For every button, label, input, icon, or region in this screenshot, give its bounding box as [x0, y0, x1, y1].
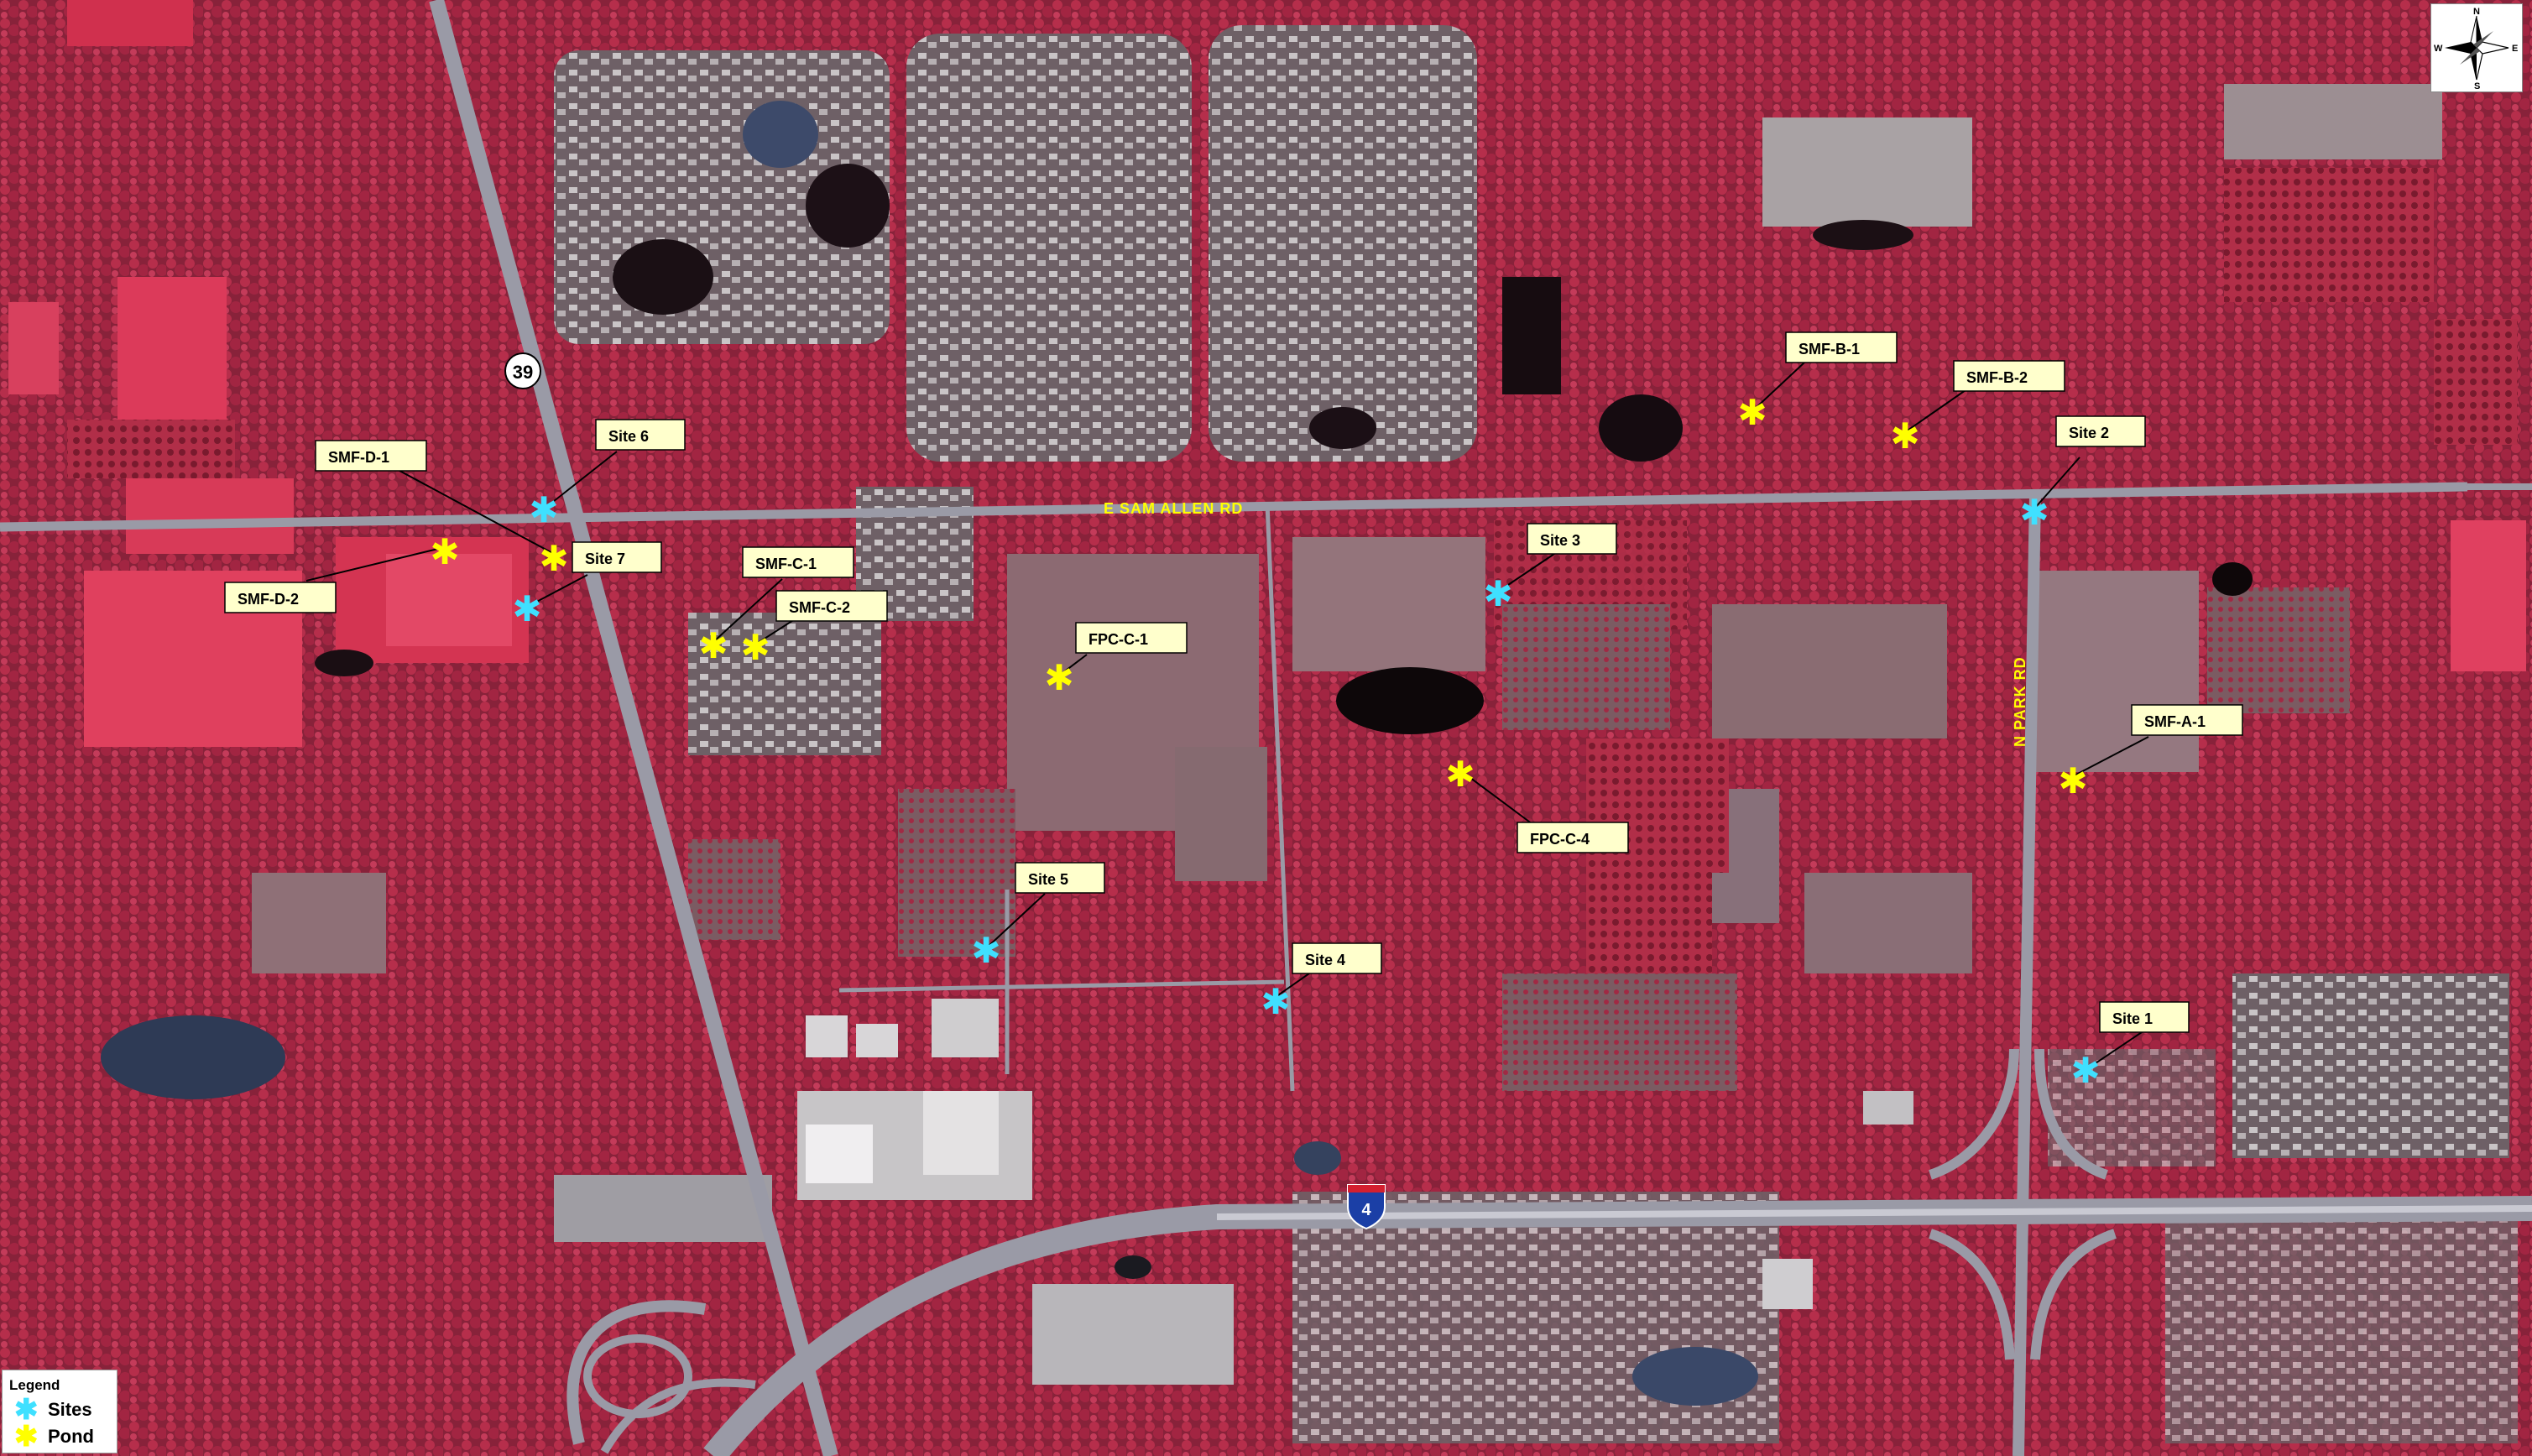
pond-marker-fpc-c-4[interactable]: ✱ FPC-C-4	[1445, 754, 1629, 853]
site-7-asterisk: ✱	[512, 588, 541, 629]
site-marker-7[interactable]: ✱ Site 7	[512, 541, 662, 629]
compass-s: S	[2474, 81, 2480, 91]
pond-marker-smf-b-2[interactable]: ✱ SMF-B-2	[1890, 360, 2065, 457]
smf-d-1-asterisk: ✱	[539, 538, 568, 579]
pond-marker-fpc-c-1[interactable]: ✱ FPC-C-1	[1044, 622, 1188, 698]
site-marker-3[interactable]: ✱ Site 3	[1483, 523, 1617, 614]
compass-w: W	[2434, 44, 2443, 54]
site-marker-1[interactable]: ✱ Site 1	[2070, 1001, 2190, 1091]
smf-b-2-asterisk: ✱	[1890, 415, 1919, 457]
site-2-label: Site 2	[2069, 425, 2109, 441]
route-39-shield: 39	[504, 352, 541, 389]
smf-b-1-label: SMF-B-1	[1799, 341, 1860, 357]
road-label-e-sam-allen: E SAM ALLEN RD	[1104, 500, 1243, 517]
site-5-label: Site 5	[1028, 871, 1068, 888]
site-3-label: Site 3	[1540, 532, 1580, 549]
legend-label-sites: Sites	[48, 1399, 92, 1420]
site-6-asterisk: ✱	[529, 489, 558, 530]
site-6-label: Site 6	[608, 428, 649, 445]
smf-a-1-asterisk: ✱	[2058, 760, 2087, 801]
pond-marker-smf-d-2[interactable]: ✱ SMF-D-2	[224, 531, 460, 613]
fpc-c-4-label: FPC-C-4	[1530, 831, 1590, 848]
pond-marker-smf-c-1[interactable]: ✱ SMF-C-1	[698, 546, 854, 666]
smf-a-1-label: SMF-A-1	[2144, 713, 2206, 730]
site-2-asterisk: ✱	[2019, 492, 2049, 533]
pond-asterisk-icon: ✱	[14, 1421, 39, 1453]
site-1-asterisk: ✱	[2070, 1050, 2100, 1091]
site-1-label: Site 1	[2112, 1010, 2153, 1027]
interstate-4-number: 4	[1361, 1201, 1371, 1219]
pond-marker-smf-b-1[interactable]: ✱ SMF-B-1	[1737, 331, 1898, 433]
smf-d-2-label: SMF-D-2	[238, 591, 299, 608]
smf-b-2-label: SMF-B-2	[1966, 369, 2028, 386]
route-39-number: 39	[513, 362, 533, 383]
smf-d-2-asterisk: ✱	[430, 531, 459, 572]
smf-d-1-label: SMF-D-1	[328, 449, 389, 466]
site-marker-4[interactable]: ✱ Site 4	[1261, 942, 1382, 1022]
pond-marker-smf-a-1[interactable]: ✱ SMF-A-1	[2058, 704, 2243, 801]
legend-title: Legend	[9, 1377, 60, 1393]
site-5-asterisk: ✱	[971, 930, 1000, 971]
pond-marker-smf-d-1[interactable]: ✱ SMF-D-1	[315, 440, 569, 579]
compass-rose: N S E W	[2430, 3, 2523, 92]
smf-c-1-label: SMF-C-1	[755, 556, 817, 572]
smf-c-1-asterisk: ✱	[698, 625, 728, 666]
site-3-asterisk: ✱	[1483, 573, 1512, 614]
legend-item-pond: ✱ Pond	[14, 1421, 94, 1453]
fpc-c-4-asterisk: ✱	[1445, 754, 1475, 795]
road-label-n-park: N PARK RD	[2012, 656, 2028, 747]
site-marker-6[interactable]: ✱ Site 6	[529, 419, 686, 530]
pond-marker-smf-c-2[interactable]: ✱ SMF-C-2	[740, 590, 888, 668]
smf-c-2-asterisk: ✱	[740, 627, 770, 668]
map-legend: Legend ✱ Sites ✱ Pond	[2, 1370, 117, 1453]
site-4-label: Site 4	[1305, 952, 1345, 968]
fpc-c-1-asterisk: ✱	[1044, 657, 1073, 698]
site-7-label: Site 7	[585, 551, 625, 567]
site-4-asterisk: ✱	[1261, 981, 1290, 1022]
compass-rose-icon: N S E W	[2434, 7, 2518, 91]
site-marker-5[interactable]: ✱ Site 5	[971, 862, 1105, 971]
smf-c-2-label: SMF-C-2	[789, 599, 850, 616]
site-marker-2[interactable]: ✱ Site 2	[2019, 415, 2146, 533]
sites-asterisk-icon: ✱	[14, 1394, 39, 1426]
interstate-4-shield: 4	[1347, 1184, 1386, 1230]
legend-item-sites: ✱ Sites	[14, 1394, 92, 1426]
fpc-c-1-label: FPC-C-1	[1088, 631, 1148, 648]
compass-e: E	[2512, 44, 2518, 54]
legend-label-pond: Pond	[48, 1426, 94, 1447]
smf-b-1-asterisk: ✱	[1737, 392, 1767, 433]
compass-n: N	[2473, 7, 2480, 17]
